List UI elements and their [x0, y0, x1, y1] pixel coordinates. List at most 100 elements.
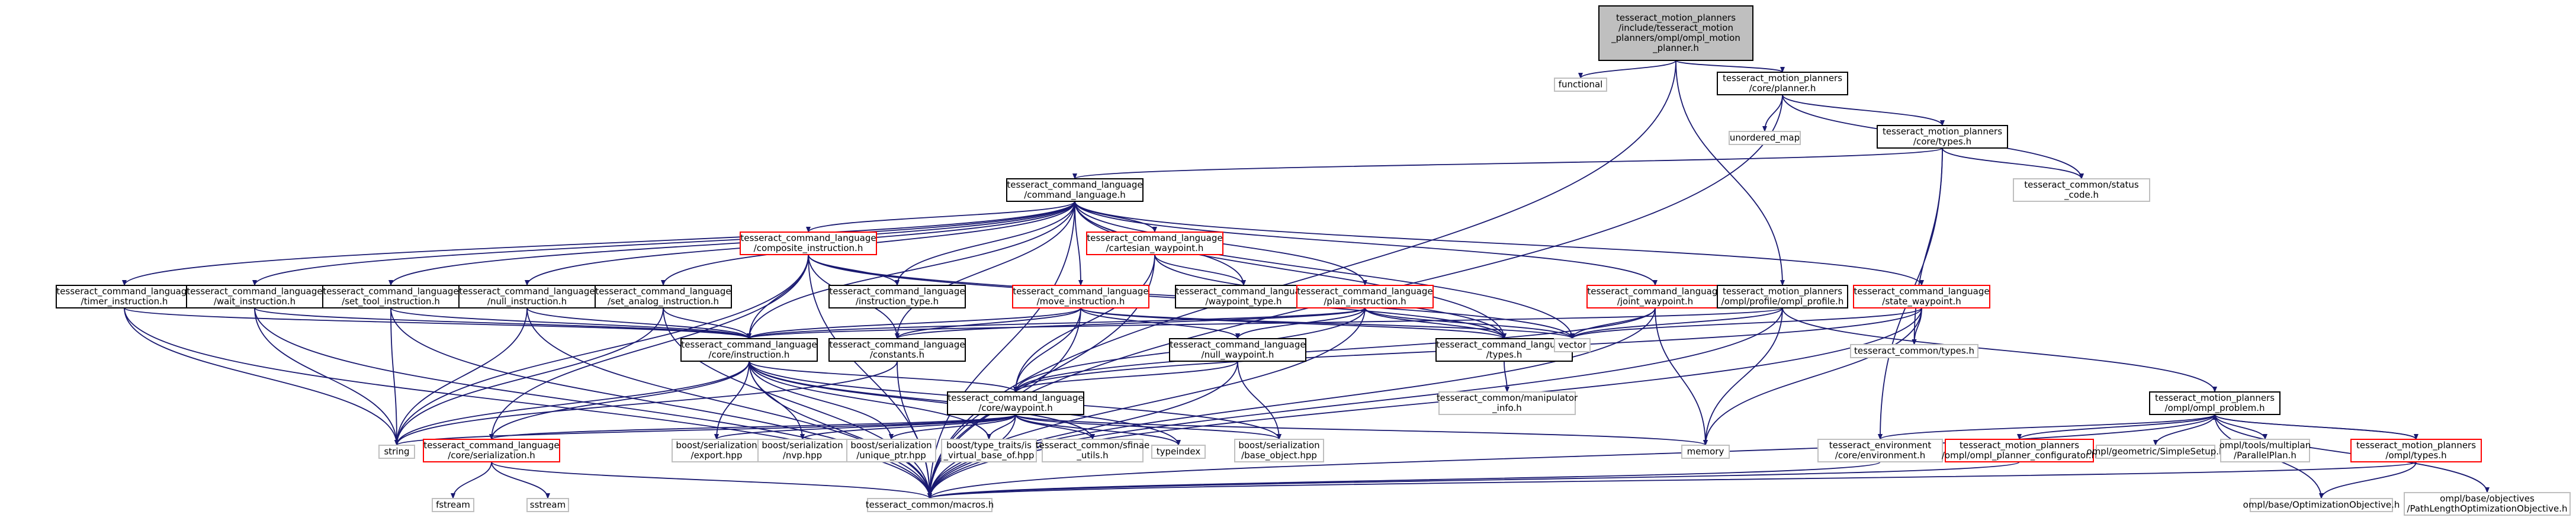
node-path-length: ompl/base/objectives/PathLengthOptimizat…	[2404, 492, 2571, 516]
edge-ompl_profile-to-core_instruction	[747, 307, 1783, 339]
node-root[interactable]: tesseract_motion_planners/include/tesser…	[1598, 5, 1753, 61]
node-box	[458, 285, 596, 308]
node-set-analog[interactable]: tesseract_command_language/set_analog_in…	[595, 285, 732, 308]
edge-command_language-to-core_instruction	[747, 201, 1075, 339]
node-box	[1717, 72, 1848, 95]
edge-core_types-to-common_types	[1912, 147, 1943, 345]
node-box	[186, 285, 323, 308]
node-planner[interactable]: tesseract_motion_planners/core/planner.h	[1717, 72, 1848, 95]
node-label-line: tesseract_common/types.h	[1854, 346, 1974, 357]
node-label-line: boost/serialization	[1238, 440, 1319, 451]
node-move[interactable]: tesseract_command_language/move_instruct…	[1012, 285, 1149, 308]
node-label-line: /base_object.hpp	[1241, 450, 1317, 461]
node-label-line: /ompl/profile/ompl_profile.h	[1721, 296, 1844, 307]
edge-cartesian-to-core_waypoint	[1013, 254, 1155, 393]
node-label-line: tesseract_command_language	[1175, 286, 1311, 297]
edge-plan-to-null_wp	[1235, 307, 1366, 339]
node-null-instr[interactable]: tesseract_command_language/null_instruct…	[458, 285, 596, 308]
edge-ompl_problem-to-environment	[1878, 414, 2215, 440]
node-label-line: /state_waypoint.h	[1882, 296, 1961, 307]
node-label-line: tesseract_motion_planners	[1723, 286, 1842, 297]
node-box	[680, 338, 818, 362]
node-label-line: /joint_waypoint.h	[1617, 296, 1693, 307]
node-label-line: tesseract_command_language	[829, 339, 965, 351]
edge-composite-to-serialization	[489, 254, 809, 440]
edge-composite-to-string	[394, 254, 809, 446]
node-label-line: /ompl/ompl_planner_configurator.h	[1942, 450, 2097, 461]
node-label-line: _info.h	[1492, 403, 1522, 414]
node-ompl-problem[interactable]: tesseract_motion_planners/ompl/ompl_prob…	[2149, 391, 2281, 415]
node-label-line: tesseract_command_language	[681, 339, 817, 351]
edge-command_language-to-instruction_type	[895, 201, 1075, 286]
node-label-line: boost/serialization	[676, 440, 757, 451]
node-label-line: tesseract_command_language	[187, 286, 322, 297]
node-state-wp[interactable]: tesseract_command_language/state_waypoin…	[1853, 285, 1990, 308]
node-label-line: tesseract_motion_planners	[2356, 440, 2476, 451]
node-joint-wp[interactable]: tesseract_command_language/joint_waypoin…	[1586, 285, 1724, 308]
node-core-waypoint[interactable]: tesseract_command_language/core/waypoint…	[947, 391, 1084, 415]
edge-core_waypoint-to-base_object	[1015, 414, 1281, 440]
node-wait[interactable]: tesseract_command_language/wait_instruct…	[186, 285, 323, 308]
node-common-types: tesseract_common/types.h	[1850, 344, 1978, 358]
edge-move-to-core_instruction	[747, 307, 1081, 339]
edge-timer-to-core_instruction	[124, 307, 751, 339]
node-label-line: /core/instruction.h	[709, 349, 790, 360]
edge-ompl_profile-to-vector	[1570, 307, 1783, 339]
node-waypoint-type[interactable]: tesseract_command_language/waypoint_type…	[1175, 285, 1312, 308]
edge-null_wp-to-core_waypoint	[1013, 361, 1238, 393]
node-label-line: /set_analog_instruction.h	[608, 296, 719, 307]
node-status-code: tesseract_common/status_code.h	[2013, 178, 2150, 202]
edge-wait-to-macros	[254, 307, 932, 499]
node-box	[1296, 285, 1434, 308]
edge-set_analog-to-core_instruction	[663, 307, 751, 339]
node-is-virtual: boost/type_traits/is_virtual_base_of.hpp	[941, 439, 1037, 462]
node-label-line: /command_language.h	[1024, 189, 1126, 201]
node-command-language[interactable]: tesseract_command_language/command_langu…	[1006, 178, 1144, 202]
edge-null_instr-to-string	[394, 307, 528, 446]
edge-set_tool-to-core_instruction	[390, 307, 751, 339]
node-box	[828, 338, 966, 362]
node-timer[interactable]: tesseract_command_language/timer_instruc…	[56, 285, 193, 308]
node-plan[interactable]: tesseract_command_language/plan_instruct…	[1296, 285, 1434, 308]
node-box	[1717, 285, 1848, 308]
node-core-types[interactable]: tesseract_motion_planners/core/types.h	[1877, 125, 2008, 149]
node-box	[1877, 125, 2008, 149]
node-label-line: typeindex	[1157, 446, 1201, 457]
node-set-tool[interactable]: tesseract_command_language/set_tool_inst…	[322, 285, 460, 308]
edge-ompl_types-to-ompl_problem	[2212, 414, 2417, 440]
edge-ompl_profile-to-memory	[1703, 307, 1783, 446]
node-label-line: /ompl/ompl_problem.h	[2165, 403, 2265, 414]
node-label-line: fstream	[436, 500, 470, 510]
node-label-line: tesseract_command_language	[1087, 233, 1222, 244]
edge-command_language-to-vector	[1074, 201, 1575, 339]
edge-planner-to-core_types	[1782, 94, 1945, 126]
node-cartesian[interactable]: tesseract_command_language/cartesian_way…	[1086, 232, 1223, 255]
node-label-line: _virtual_base_of.hpp	[943, 450, 1035, 461]
node-label-line: ompl/tools/multiplan	[2220, 440, 2311, 451]
node-label-line: tesseract_command_language	[1170, 339, 1305, 351]
node-label-line: tesseract_command_language	[1007, 179, 1142, 191]
node-label-line: /null_waypoint.h	[1202, 349, 1274, 361]
node-null-wp[interactable]: tesseract_command_language/null_waypoint…	[1169, 338, 1306, 362]
node-label-line: tesseract_motion_planners	[1960, 440, 2079, 451]
node-label-line: ompl/base/OptimizationObjective.h	[2243, 500, 2400, 510]
node-label-line: boost/serialization	[850, 440, 932, 451]
node-constants[interactable]: tesseract_command_language/constants.h	[828, 338, 966, 362]
node-composite[interactable]: tesseract_command_language/composite_ins…	[740, 232, 877, 255]
node-instruction-type[interactable]: tesseract_command_language/instruction_t…	[828, 285, 966, 308]
node-ompl-profile[interactable]: tesseract_motion_planners/ompl/profile/o…	[1717, 285, 1848, 308]
node-label-line: tesseract_command_language	[595, 286, 731, 297]
node-label-line: memory	[1687, 446, 1724, 457]
node-cl-types[interactable]: tesseract_command_language/types.h	[1435, 338, 1573, 362]
edge-move-to-null_wp	[1080, 307, 1240, 339]
node-configurator[interactable]: tesseract_motion_planners/ompl/ompl_plan…	[1942, 439, 2097, 462]
node-serialization[interactable]: tesseract_command_language/core/serializ…	[423, 439, 560, 462]
edge-root-to-ompl_profile	[1675, 60, 1785, 286]
edge-core_instruction-to-export_hpp	[714, 361, 750, 440]
edge-plan-to-core_instruction	[747, 307, 1366, 339]
node-label-line: /waypoint_type.h	[1206, 296, 1282, 307]
node-core-instruction[interactable]: tesseract_command_language/core/instruct…	[680, 338, 818, 362]
node-functional: functional	[1554, 78, 1607, 92]
node-ompl-types[interactable]: tesseract_motion_planners/ompl/types.h	[2350, 439, 2482, 462]
node-box	[1175, 285, 1312, 308]
